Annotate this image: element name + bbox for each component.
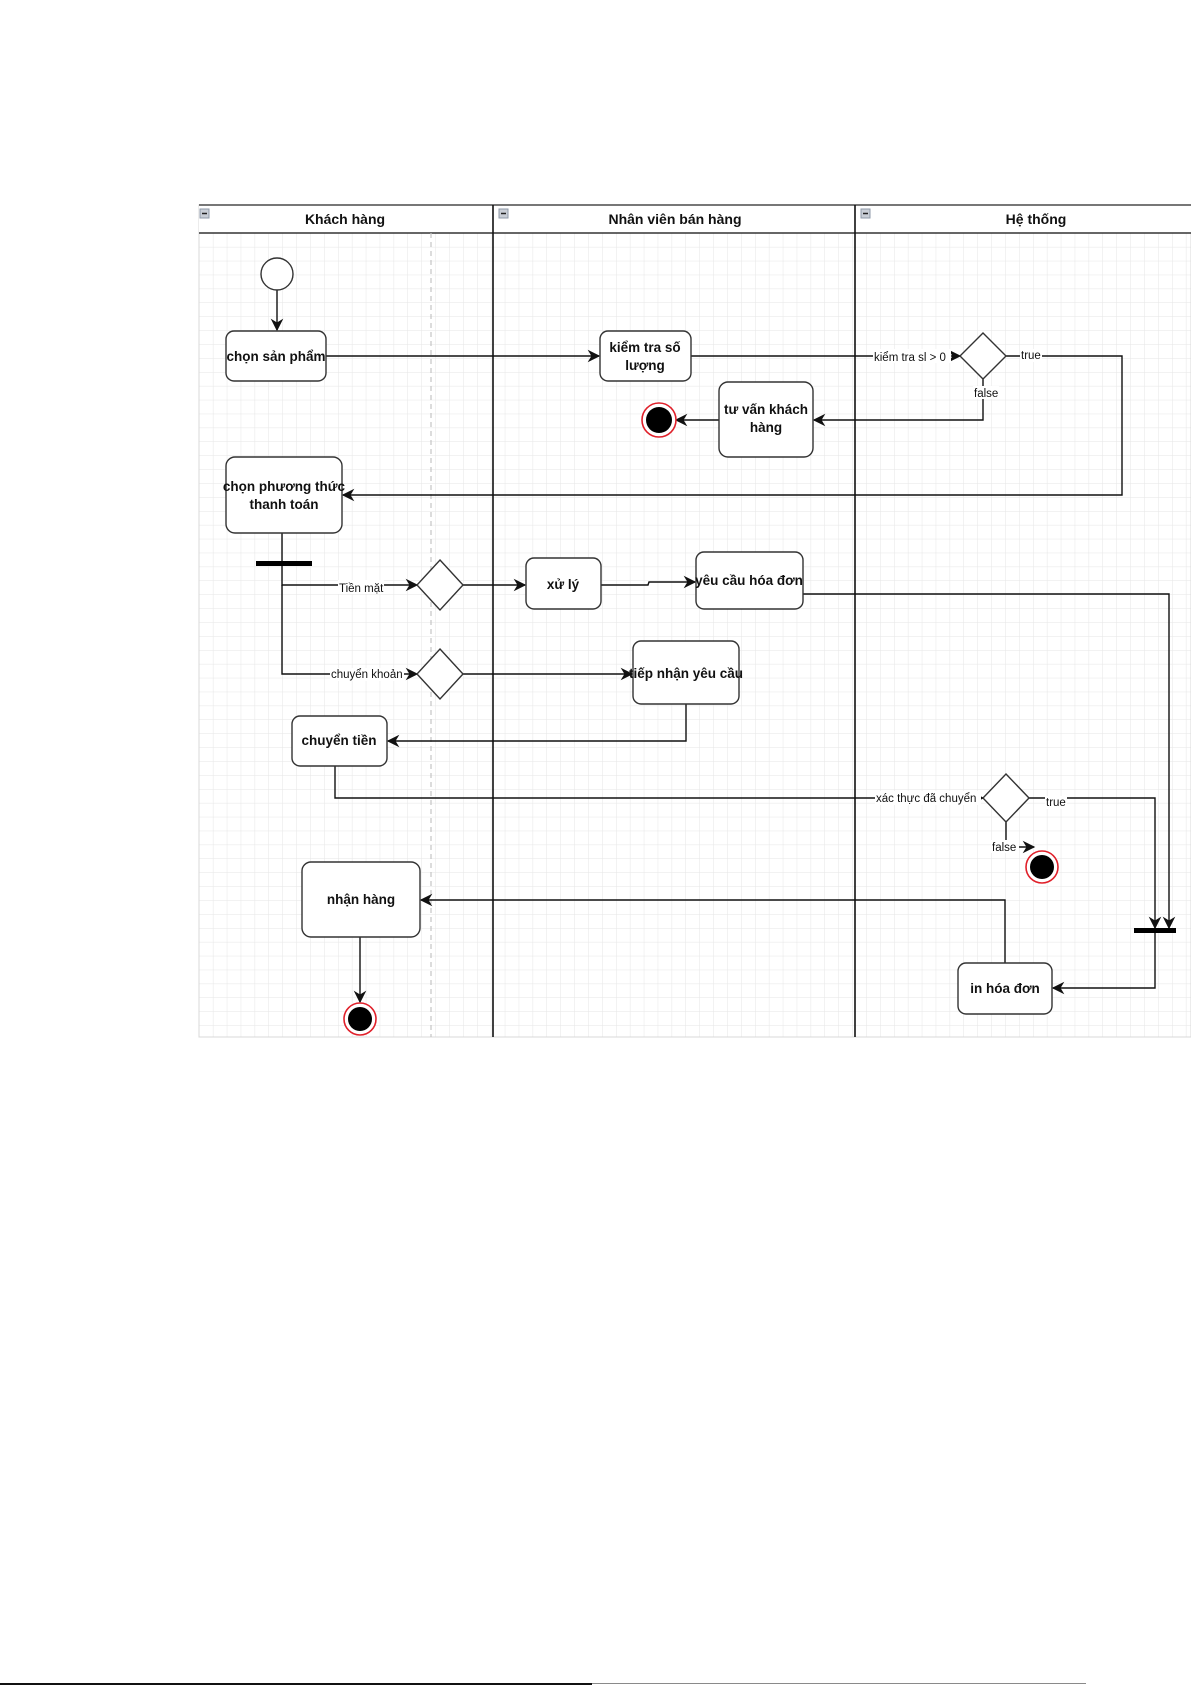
edge	[386, 704, 687, 748]
decision-diamond[interactable]	[982, 772, 1030, 824]
action-label: hàng	[750, 420, 782, 435]
final-node[interactable]	[1025, 850, 1059, 884]
action-tiep-nhan-yeu-cau[interactable]	[632, 640, 740, 705]
edge	[601, 575, 697, 589]
edge-label-true: true	[1021, 350, 1041, 362]
action-label: yêu cầu hóa đơn	[695, 573, 803, 588]
edge-label-true: true	[1046, 797, 1066, 809]
decision-diamond[interactable]	[416, 558, 464, 612]
edge-label-tien-mat: Tiền mặt	[339, 583, 384, 595]
lane-headers	[199, 204, 1191, 234]
decision-diamond[interactable]	[416, 647, 464, 701]
action-label: tiếp nhận yêu cầu	[629, 666, 743, 681]
action-chon-phuong-thuc[interactable]	[225, 456, 343, 534]
join-bar[interactable]	[1134, 928, 1176, 933]
action-label: nhận hàng	[327, 892, 395, 907]
lane-title-he-thong: Hệ thống	[1006, 211, 1067, 227]
initial-node[interactable]	[260, 257, 294, 291]
lane-title-khach-hang: Khách hàng	[305, 211, 385, 227]
action-xu-ly[interactable]	[525, 557, 602, 610]
action-nhan-hang[interactable]	[301, 861, 421, 938]
edge	[803, 593, 1176, 930]
edge-label-false: false	[992, 842, 1016, 854]
action-in-hoa-don[interactable]	[957, 962, 1053, 1015]
action-label: thanh toán	[250, 497, 319, 512]
action-label: lượng	[625, 358, 665, 373]
decision-diamond[interactable]	[959, 332, 1007, 380]
collapse-icon[interactable]	[860, 208, 871, 219]
edge-label-chuyen-khoan: chuyển khoản	[331, 669, 403, 681]
final-node[interactable]	[343, 1002, 377, 1036]
edge-true	[341, 355, 1123, 502]
action-label: tư vấn khách	[724, 402, 808, 417]
action-yeu-cau-hoa-don[interactable]	[695, 551, 804, 610]
edge-label-kiem-tra-sl: kiểm tra sl > 0	[874, 352, 946, 364]
action-label: in hóa đơn	[970, 981, 1040, 996]
page-footer-rule	[0, 1683, 592, 1685]
edge-label-false: false	[974, 388, 998, 400]
action-kiem-tra-so-luong[interactable]	[599, 330, 692, 382]
action-label: chọn phương thức	[223, 479, 346, 494]
edge	[419, 893, 1006, 963]
edge-xac-thuc	[334, 766, 985, 805]
edge-true	[1029, 797, 1162, 930]
edge-label-xac-thuc: xác thực đã chuyển	[876, 793, 976, 805]
final-node[interactable]	[641, 402, 677, 438]
lane-title-nhan-vien: Nhân viên bán hàng	[608, 211, 741, 227]
collapse-icon[interactable]	[199, 208, 210, 219]
action-chon-san-pham[interactable]	[225, 330, 327, 382]
action-label: chuyển tiền	[301, 733, 376, 748]
action-tu-van-khach-hang[interactable]	[718, 381, 814, 458]
fork-bar[interactable]	[256, 561, 312, 566]
edge	[1051, 930, 1156, 995]
action-label: kiểm tra số	[609, 340, 680, 355]
page-footer-rule	[592, 1683, 1086, 1684]
action-label: chọn sản phẩm	[226, 349, 325, 364]
action-chuyen-tien[interactable]	[291, 715, 388, 767]
action-label: xử lý	[547, 577, 580, 592]
collapse-icon[interactable]	[498, 208, 509, 219]
